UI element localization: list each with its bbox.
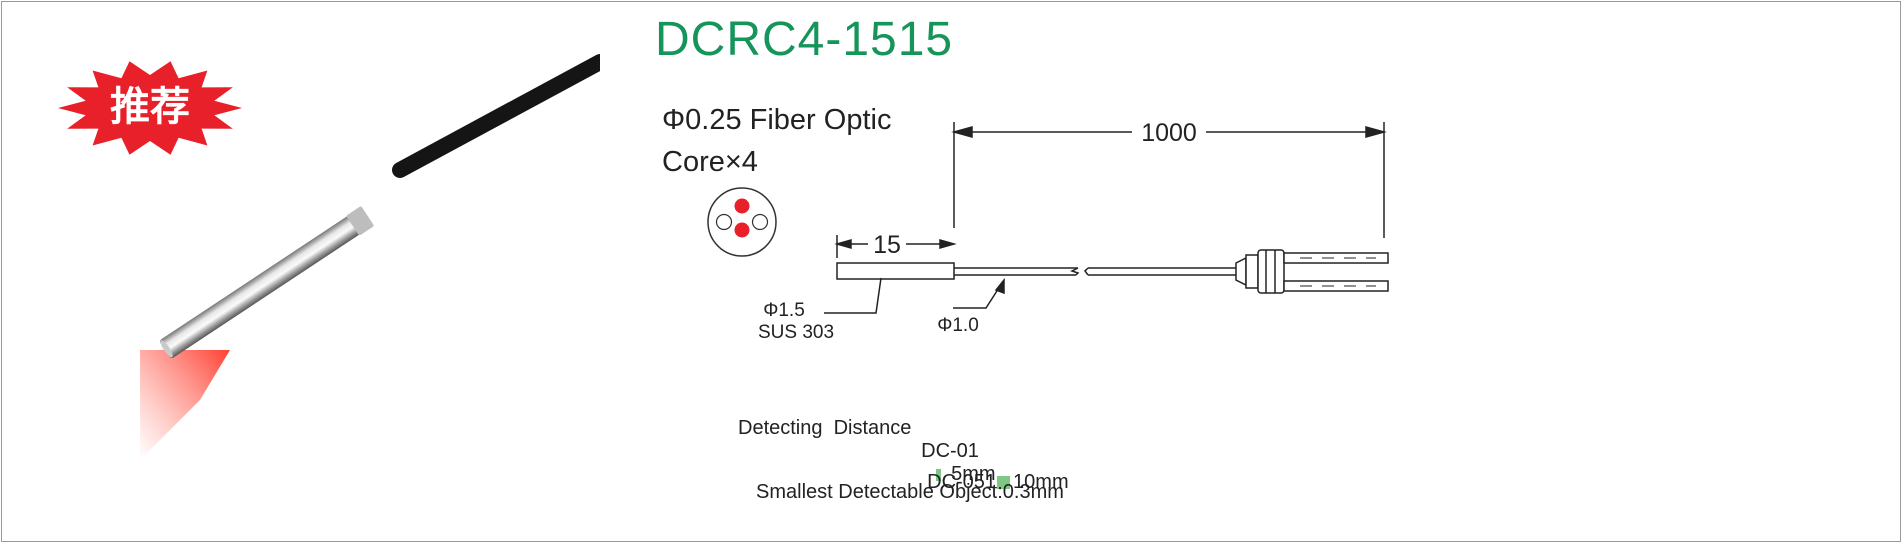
core-dot-left [715,213,733,231]
dim-tip-material: SUS 303 [758,322,834,343]
core-dot-top [734,198,750,214]
detection-row-2: DC-051 10mm [916,448,1069,494]
sensor-tip [836,262,955,280]
detection-row-1: DC-01 5mm [910,417,996,486]
detecting-distance-label: Detecting Distance [738,417,912,439]
detection-model: DC-01 [921,440,979,462]
core-dot-bottom [734,222,750,238]
detection-value: 10mm [1013,471,1069,493]
product-photo [130,40,600,510]
metal-tube [160,209,371,359]
fiber-cable [392,54,600,178]
badge-text: 推荐 [110,84,190,130]
fiber-spec: Φ0.25 Fiber Optic [662,104,892,136]
core-spec: Core×4 [662,146,758,178]
dim-tip-length: 15 [873,231,901,259]
light-beam [140,350,230,460]
dim-total-length: 1000 [1141,119,1197,147]
detection-model: DC-051 [927,471,997,493]
core-dot-right [751,213,769,231]
dim-cable-diameter: Φ1.0 [937,315,979,336]
detection-value: 5mm [951,463,996,485]
technical-drawing: 1000 15 Φ1.5 SUS 303 Φ1.0 [758,119,1389,343]
smallest-object: Smallest Detectable Object:0.3mm [756,481,1064,503]
product-title: DCRC4-1515 [655,13,954,66]
dim-tip-diameter: Φ1.5 [763,300,805,321]
range-swatch-large [997,476,1011,490]
recommend-badge: 推荐 [58,61,242,155]
core-cross-section [707,187,777,257]
range-swatch-small [936,468,942,481]
